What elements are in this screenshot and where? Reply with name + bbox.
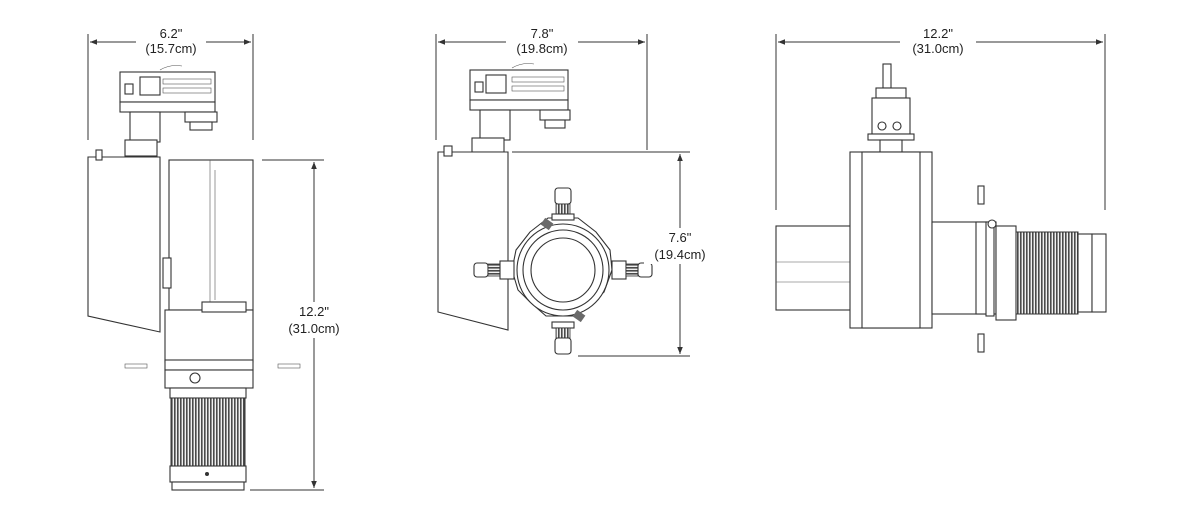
lens-height-label-cm: (19.4cm) bbox=[654, 247, 705, 262]
fixture-body-front bbox=[87, 149, 254, 363]
side-view: 12.2" (31.0cm) bbox=[775, 26, 1107, 353]
lens-barrel-side bbox=[977, 185, 1107, 353]
lens-width-label-cm: (19.8cm) bbox=[516, 41, 567, 56]
fixture-body-lens bbox=[437, 145, 509, 331]
side-length-label-in: 12.2" bbox=[923, 26, 953, 41]
front-width-label-in: 6.2" bbox=[160, 26, 183, 41]
front-width-label-cm: (15.7cm) bbox=[145, 41, 196, 56]
track-adapter-side bbox=[867, 63, 915, 155]
lens-assembly bbox=[473, 187, 653, 355]
track-adapter-lens bbox=[469, 63, 571, 153]
lens-barrel-front bbox=[124, 359, 301, 491]
fixture-body-side bbox=[775, 151, 997, 329]
lens-width-label-in: 7.8" bbox=[531, 26, 554, 41]
track-adapter-front bbox=[119, 65, 218, 157]
lens-front-view: 7.8" (19.8cm) bbox=[435, 26, 718, 357]
front-view: 6.2" (15.7cm) bbox=[87, 26, 352, 491]
front-height-label-in: 12.2" bbox=[299, 304, 329, 319]
front-height-label-cm: (31.0cm) bbox=[288, 321, 339, 336]
side-length-label-cm: (31.0cm) bbox=[912, 41, 963, 56]
lens-height-label-in: 7.6" bbox=[669, 230, 692, 245]
